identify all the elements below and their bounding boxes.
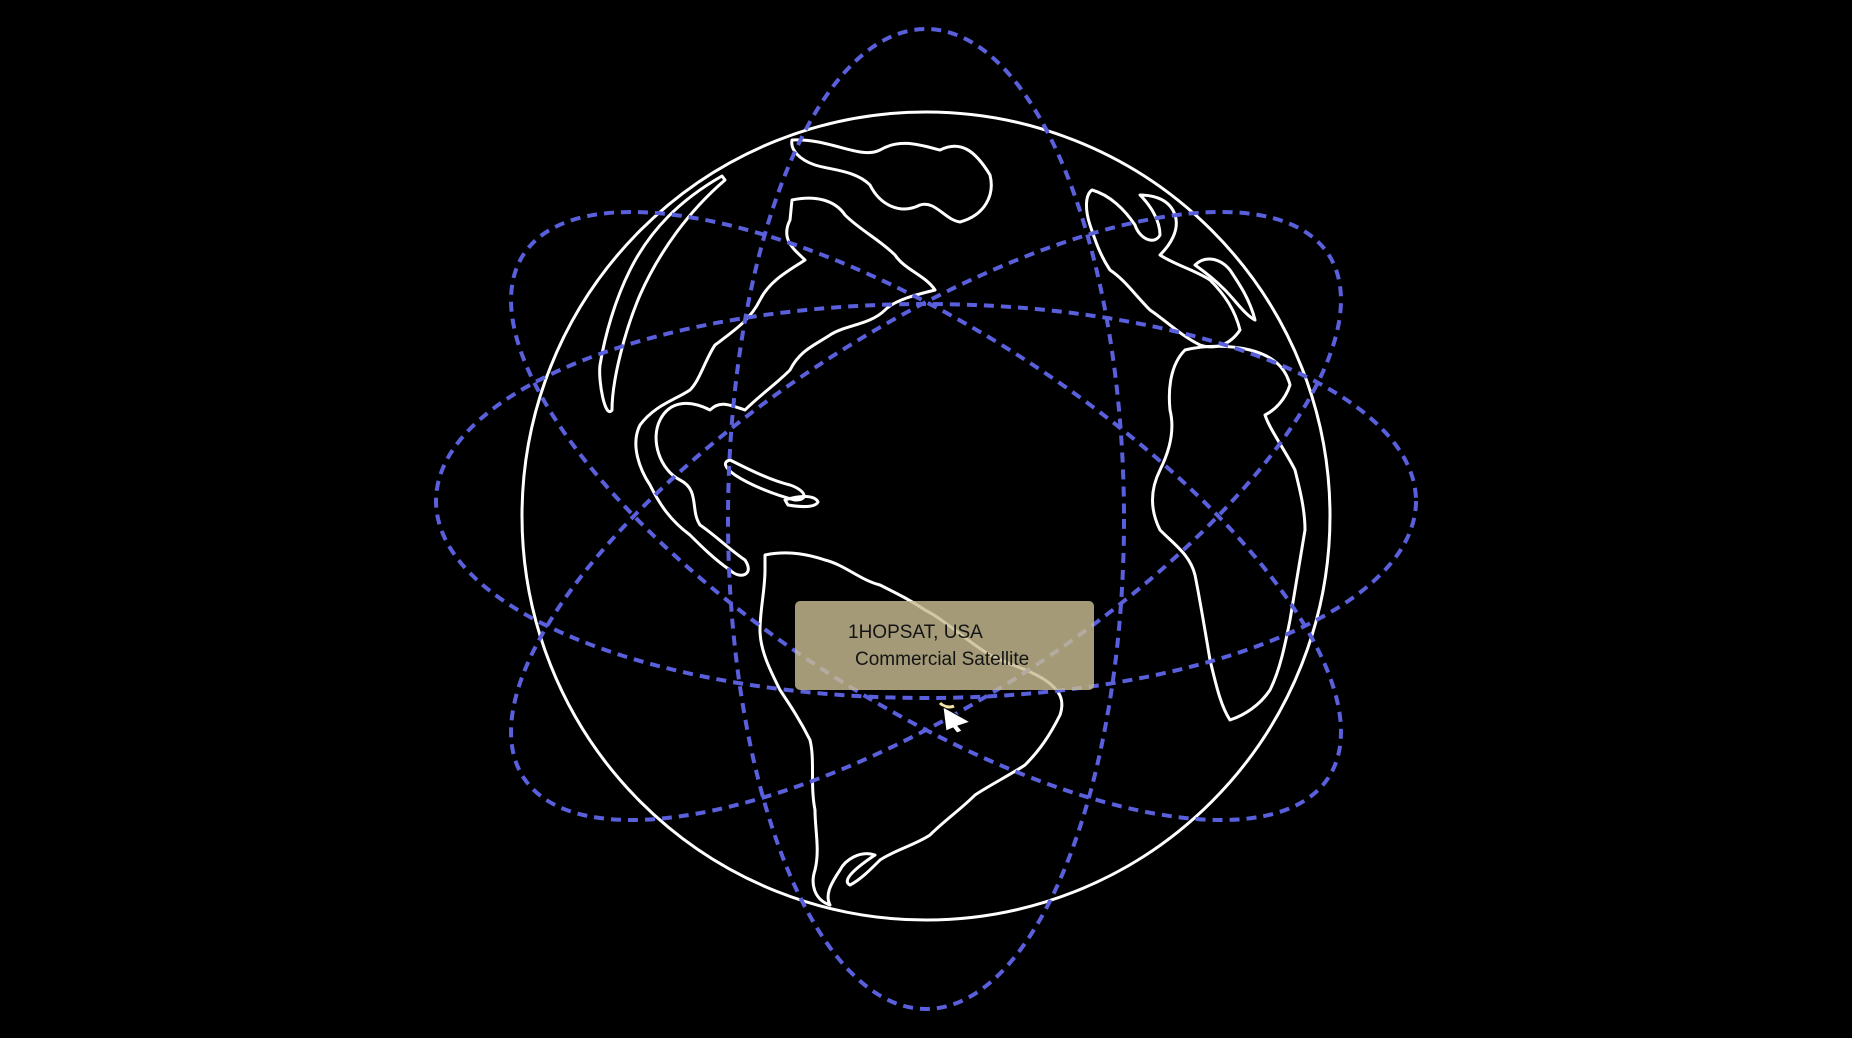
hispaniola-island [783, 495, 820, 509]
orbits [434, 27, 1418, 1011]
scandinavia [1193, 257, 1257, 322]
continents [598, 138, 1307, 907]
arrow-cursor-icon [942, 706, 972, 734]
north-america [634, 196, 937, 577]
globe-outline [520, 110, 1332, 922]
europe [1085, 188, 1242, 349]
orbit-inclined-a [509, 209, 1343, 823]
cuba-island [723, 458, 806, 502]
tooltip-satellite-type: Commercial Satellite [855, 649, 1030, 670]
orbit-polar [726, 27, 1126, 1011]
satellite-marker[interactable] [938, 701, 955, 709]
orbit-inclined-b [509, 209, 1343, 823]
tooltip-satellite-name: 1HOPSAT, USA [848, 622, 983, 643]
africa [1151, 344, 1307, 722]
satellite-tooltip: 1HOPSAT, USA Commercial Satellite [795, 601, 1094, 690]
arctic-landmass [790, 138, 993, 224]
alaska-arc [598, 174, 727, 414]
